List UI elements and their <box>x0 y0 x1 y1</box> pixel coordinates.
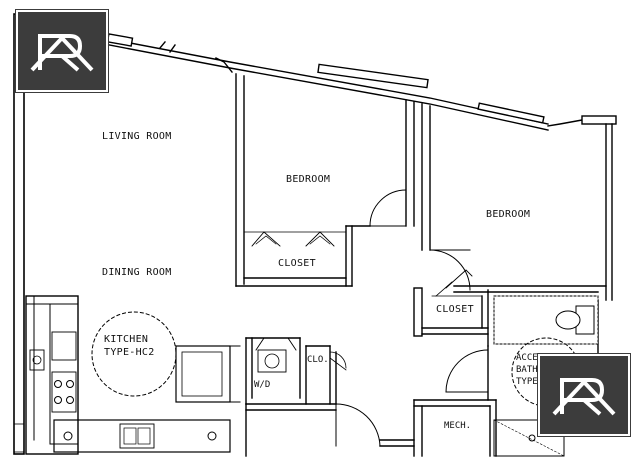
mech-walls <box>413 399 497 457</box>
closet-2-walls <box>413 269 489 347</box>
label-living-room: LIVING ROOM <box>102 131 172 142</box>
label-wd: W/D <box>254 380 270 390</box>
label-dining-room: DINING ROOM <box>102 267 172 278</box>
label-mech: MECH. <box>444 421 471 431</box>
exterior-wall-right <box>597 123 613 357</box>
brand-logo-top-left <box>16 10 108 92</box>
entry-walls <box>245 403 415 457</box>
door-bathroom <box>445 345 489 401</box>
exterior-wall-top <box>103 33 617 131</box>
door-bedroom-1 <box>369 189 407 227</box>
laundry-walls <box>245 337 347 405</box>
door-entry <box>335 403 381 447</box>
brand-logo-bottom-right <box>538 354 630 436</box>
door-bedroom-2 <box>429 249 471 291</box>
label-closet-1: CLOSET <box>278 258 316 269</box>
label-bath-3: TYPE-6 <box>516 377 549 387</box>
label-bath-2: BATHROOM <box>516 365 560 375</box>
brand-monogram-icon <box>30 34 94 72</box>
kitchen-fixtures <box>13 295 241 455</box>
label-closet-2: CLOSET <box>436 304 474 315</box>
label-bedroom-1: BEDROOM <box>286 174 330 185</box>
label-kitchen-type: TYPE-HC2 <box>104 347 155 358</box>
label-kitchen: KITCHEN <box>104 334 148 345</box>
bedroom-2-walls <box>421 103 607 293</box>
brand-monogram-icon <box>552 378 616 416</box>
label-bedroom-2: BEDROOM <box>486 209 530 220</box>
bedroom-1-walls <box>235 73 415 287</box>
label-clo: CLO. <box>307 355 329 365</box>
